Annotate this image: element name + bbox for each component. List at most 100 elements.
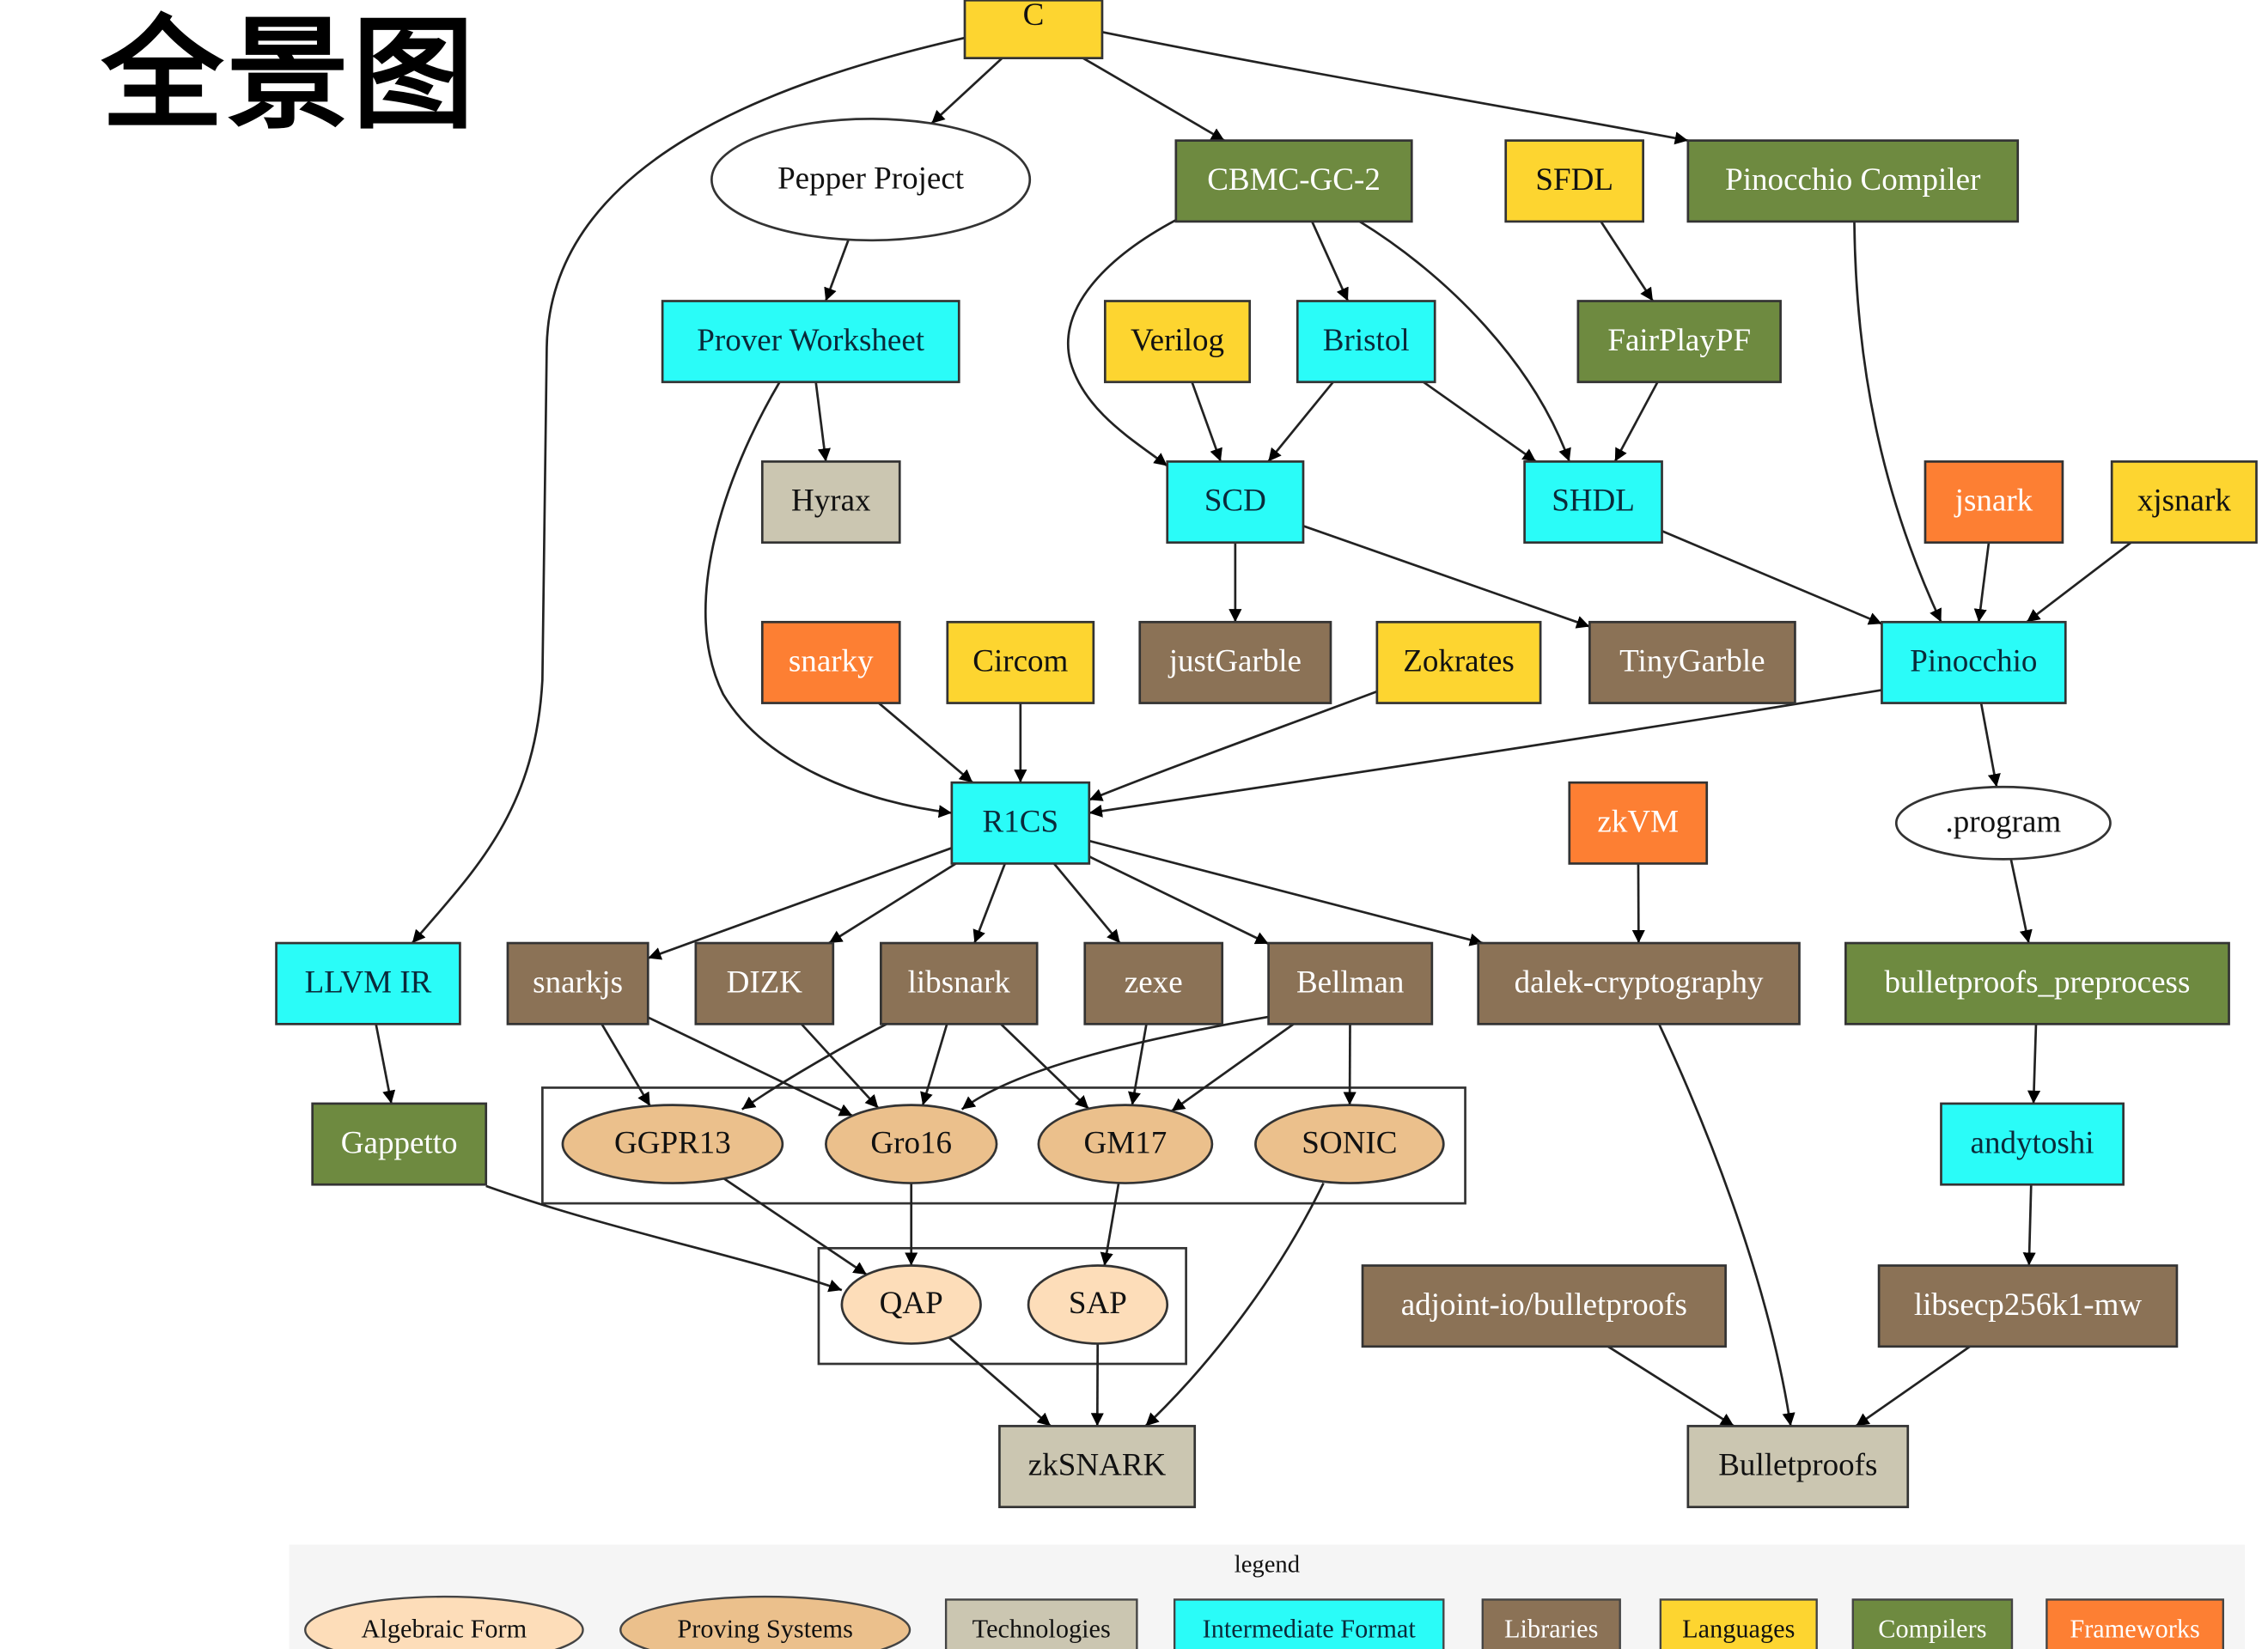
node-fairplaypf[interactable]: FairPlayPF (1576, 300, 1782, 384)
edge-r1cs-to-zexe (1052, 862, 1121, 944)
node-shape (946, 620, 1095, 704)
node-dalek[interactable]: dalek-cryptography (1477, 941, 1801, 1025)
node-label: TinyGarble (1619, 644, 1765, 679)
node-dizk[interactable]: DIZK (694, 941, 835, 1025)
node-zexe[interactable]: zexe (1083, 941, 1224, 1025)
node-shape (1686, 1425, 1910, 1509)
node-label: SAP (1069, 1286, 1127, 1321)
edge-qap-to-zksnark (948, 1336, 1052, 1427)
node-shape (275, 941, 461, 1025)
node-label: Circom (972, 644, 1068, 679)
edge-r1cs-to-snarkjs (647, 847, 953, 960)
node-sap[interactable]: SAP (1027, 1264, 1169, 1345)
node-label: SFDL (1535, 162, 1613, 198)
edge-cbmc-to-shdl (1358, 220, 1571, 462)
node-pinocchio[interactable]: Pinocchio (1881, 620, 2067, 704)
legend-label: Technologies (972, 1614, 1111, 1643)
node-shape (1477, 941, 1801, 1025)
node-zksnark[interactable]: zkSNARK (998, 1425, 1197, 1509)
node-sfdl[interactable]: SFDL (1504, 139, 1644, 223)
cluster-algebraic-forms (817, 1246, 1187, 1366)
node-label: SHDL (1552, 484, 1635, 519)
legend-title: legend (1235, 1550, 1300, 1578)
node-shape (1877, 1264, 2179, 1348)
node-jsnark[interactable]: jsnark (1924, 460, 2064, 545)
node-shape (1568, 781, 1709, 865)
edge-bellman-to-gro16 (960, 1015, 1269, 1110)
node-label: Pepper Project (777, 161, 965, 196)
edge-pinocchio-to-r1cs (1088, 689, 1882, 818)
node-label: QAP (880, 1286, 943, 1321)
node-llvm[interactable]: LLVM IR (275, 941, 461, 1025)
node-shape (1576, 300, 1782, 384)
node-label: adjoint-io/bulletproofs (1401, 1287, 1687, 1323)
node-prover_worksheet[interactable]: Prover Worksheet (661, 300, 960, 384)
node-cbmc[interactable]: CBMC-GC-2 (1174, 139, 1413, 223)
legend-label: Intermediate Format (1203, 1614, 1417, 1643)
node-shape (1844, 941, 2230, 1025)
node-pinocchio_compiler[interactable]: Pinocchio Compiler (1686, 139, 2020, 223)
node-shape (1254, 1104, 1445, 1184)
node-qap[interactable]: QAP (840, 1264, 982, 1345)
node-label: Prover Worksheet (697, 323, 924, 358)
node-verilog[interactable]: Verilog (1103, 300, 1252, 384)
legend-swatch (944, 1598, 1138, 1649)
node-pepper[interactable]: Pepper Project (710, 118, 1032, 242)
node-bp_pre[interactable]: bulletproofs_preprocess (1844, 941, 2230, 1025)
node-shape (760, 620, 901, 704)
node-snarky[interactable]: snarky (760, 620, 901, 704)
node-label: Pinocchio Compiler (1725, 162, 1980, 198)
node-shape (840, 1264, 982, 1345)
node-shape (963, 0, 1104, 59)
node-label: LLVM IR (305, 964, 432, 1000)
legend-swatch (1173, 1598, 1445, 1649)
legend-item-intermediate-format: Intermediate Format (1173, 1598, 1445, 1649)
node-shape (311, 1102, 488, 1186)
node-xjsnark[interactable]: xjsnark (2110, 460, 2258, 545)
node-shape (1940, 1102, 2125, 1186)
node-program[interactable]: .program (1894, 785, 2112, 861)
node-shdl[interactable]: SHDL (1523, 460, 1663, 545)
node-scd[interactable]: SCD (1166, 460, 1305, 545)
node-libsecp[interactable]: libsecp256k1-mw (1877, 1264, 2179, 1348)
node-gappetto[interactable]: Gappetto (311, 1102, 488, 1186)
node-sonic[interactable]: SONIC (1254, 1104, 1445, 1184)
edge-gappetto-to-qap (485, 1184, 843, 1293)
node-shape (1103, 300, 1252, 384)
node-snarkjs[interactable]: snarkjs (506, 941, 649, 1025)
edge-ggpr13-to-qap (722, 1177, 868, 1276)
node-zkvm[interactable]: zkVM (1568, 781, 1709, 865)
node-circom[interactable]: Circom (946, 620, 1095, 704)
node-label: justGarble (1168, 644, 1302, 679)
edge-c-to-pepper (930, 57, 1003, 125)
edge-zexe-to-gm17 (1128, 1024, 1148, 1106)
node-c[interactable]: C (963, 0, 1104, 59)
node-bulletproofs[interactable]: Bulletproofs (1686, 1425, 1910, 1509)
node-tinygarble[interactable]: TinyGarble (1588, 620, 1796, 704)
node-label: GM17 (1084, 1125, 1168, 1160)
node-bellman[interactable]: Bellman (1267, 941, 1434, 1025)
node-label: zkSNARK (1028, 1448, 1167, 1483)
node-hyrax[interactable]: Hyrax (760, 460, 901, 545)
node-shape (880, 941, 1039, 1025)
node-label: Bristol (1323, 323, 1410, 358)
node-gm17[interactable]: GM17 (1037, 1104, 1214, 1184)
node-label: CBMC-GC-2 (1207, 162, 1381, 198)
nodes-layer: C Pepper Project CBMC-GC-2 SFDL Pinocchio Co… (275, 0, 2258, 1509)
node-bristol[interactable]: Bristol (1296, 300, 1436, 384)
node-andytoshi[interactable]: andytoshi (1940, 1102, 2125, 1186)
node-shape (1174, 139, 1413, 223)
node-label: jsnark (1954, 484, 2033, 519)
edge-bristol-to-scd (1267, 380, 1334, 463)
node-justgarble[interactable]: justGarble (1138, 620, 1332, 704)
node-ggpr13[interactable]: GGPR13 (561, 1104, 784, 1184)
node-label: Gappetto (341, 1125, 458, 1160)
node-adjoint[interactable]: adjoint-io/bulletproofs (1361, 1264, 1727, 1348)
edge-pinocchio_compiler-to-pinocchio (1853, 221, 1942, 623)
node-label: bulletproofs_preprocess (1885, 964, 2191, 1000)
node-zokrates[interactable]: Zokrates (1375, 620, 1542, 704)
node-gro16[interactable]: Gro16 (825, 1104, 998, 1184)
node-r1cs[interactable]: R1CS (950, 781, 1091, 865)
node-libsnark[interactable]: libsnark (880, 941, 1039, 1025)
node-label: GGPR13 (614, 1125, 731, 1160)
